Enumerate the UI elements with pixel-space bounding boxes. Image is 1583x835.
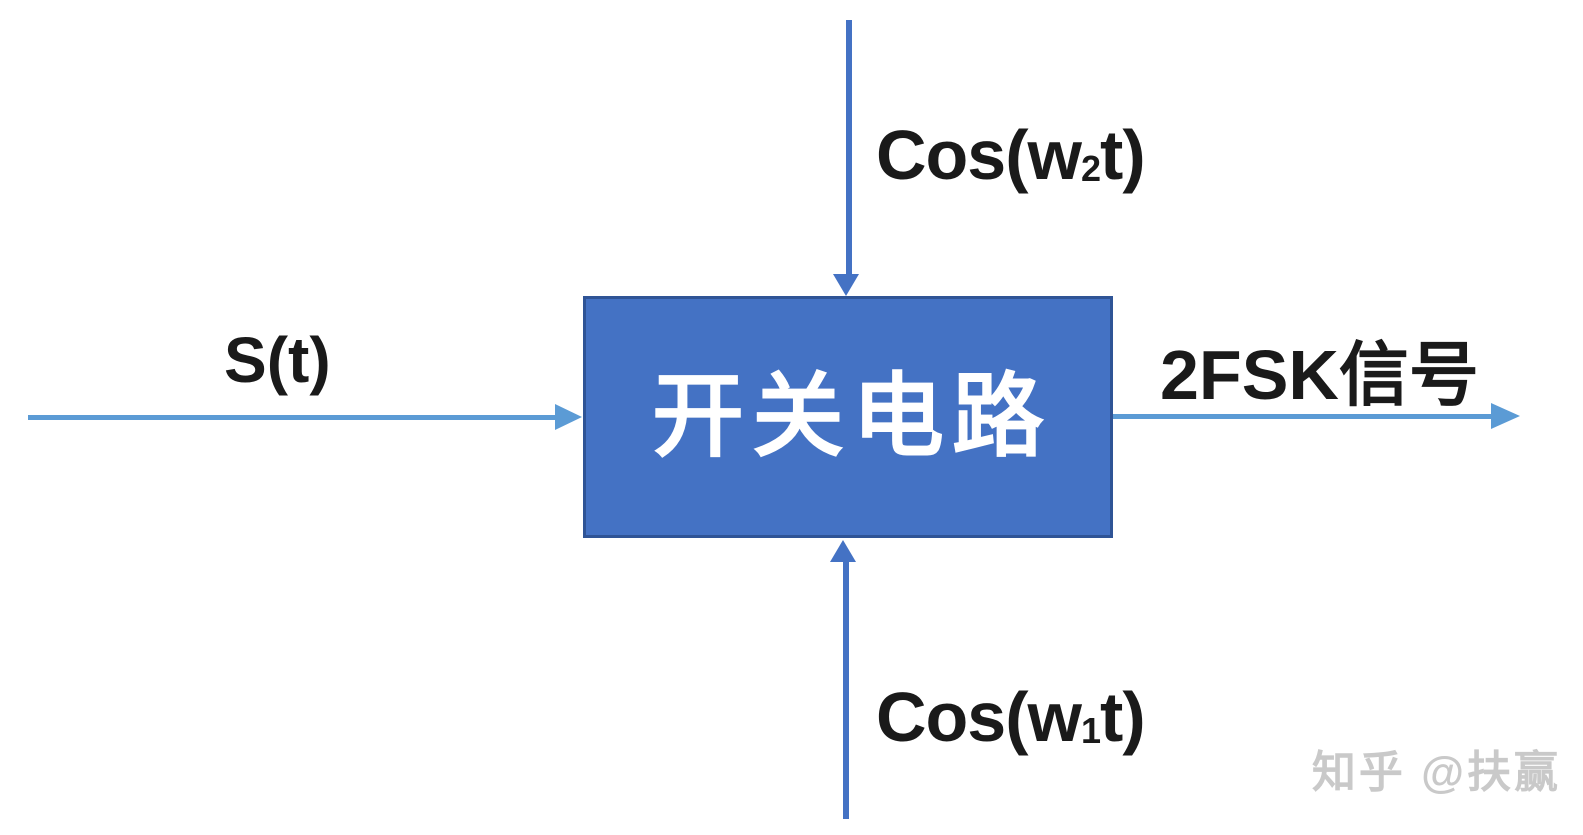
output-signal-label: 2FSK信号 (1160, 336, 1479, 414)
subscript-digit: 2 (1081, 148, 1101, 189)
bottom-carrier-label: Cos(w1t) (876, 682, 1146, 752)
top-carrier-label: Cos(w2t) (876, 120, 1146, 190)
label-text: t) (1100, 116, 1146, 194)
watermark: 知乎 @扶赢 (1311, 748, 1561, 797)
label-text: Cos(w (876, 116, 1082, 194)
output-signal-arrow-line (1113, 414, 1491, 419)
arrow-right-icon (555, 404, 582, 430)
label-text: t) (1100, 678, 1146, 756)
arrow-up-icon (830, 540, 856, 562)
arrow-down-icon (833, 274, 859, 296)
arrow-right-icon (1491, 403, 1520, 429)
top-carrier-arrow-line (846, 20, 852, 276)
input-signal-arrow-line (28, 415, 555, 420)
switch-circuit-box: 开关电路 (583, 296, 1113, 538)
bottom-carrier-arrow-line (843, 560, 849, 819)
subscript-digit: 1 (1081, 710, 1101, 751)
label-text: Cos(w (876, 678, 1082, 756)
input-signal-label: S(t) (224, 324, 331, 396)
switch-circuit-label: 开关电路 (651, 366, 1052, 468)
